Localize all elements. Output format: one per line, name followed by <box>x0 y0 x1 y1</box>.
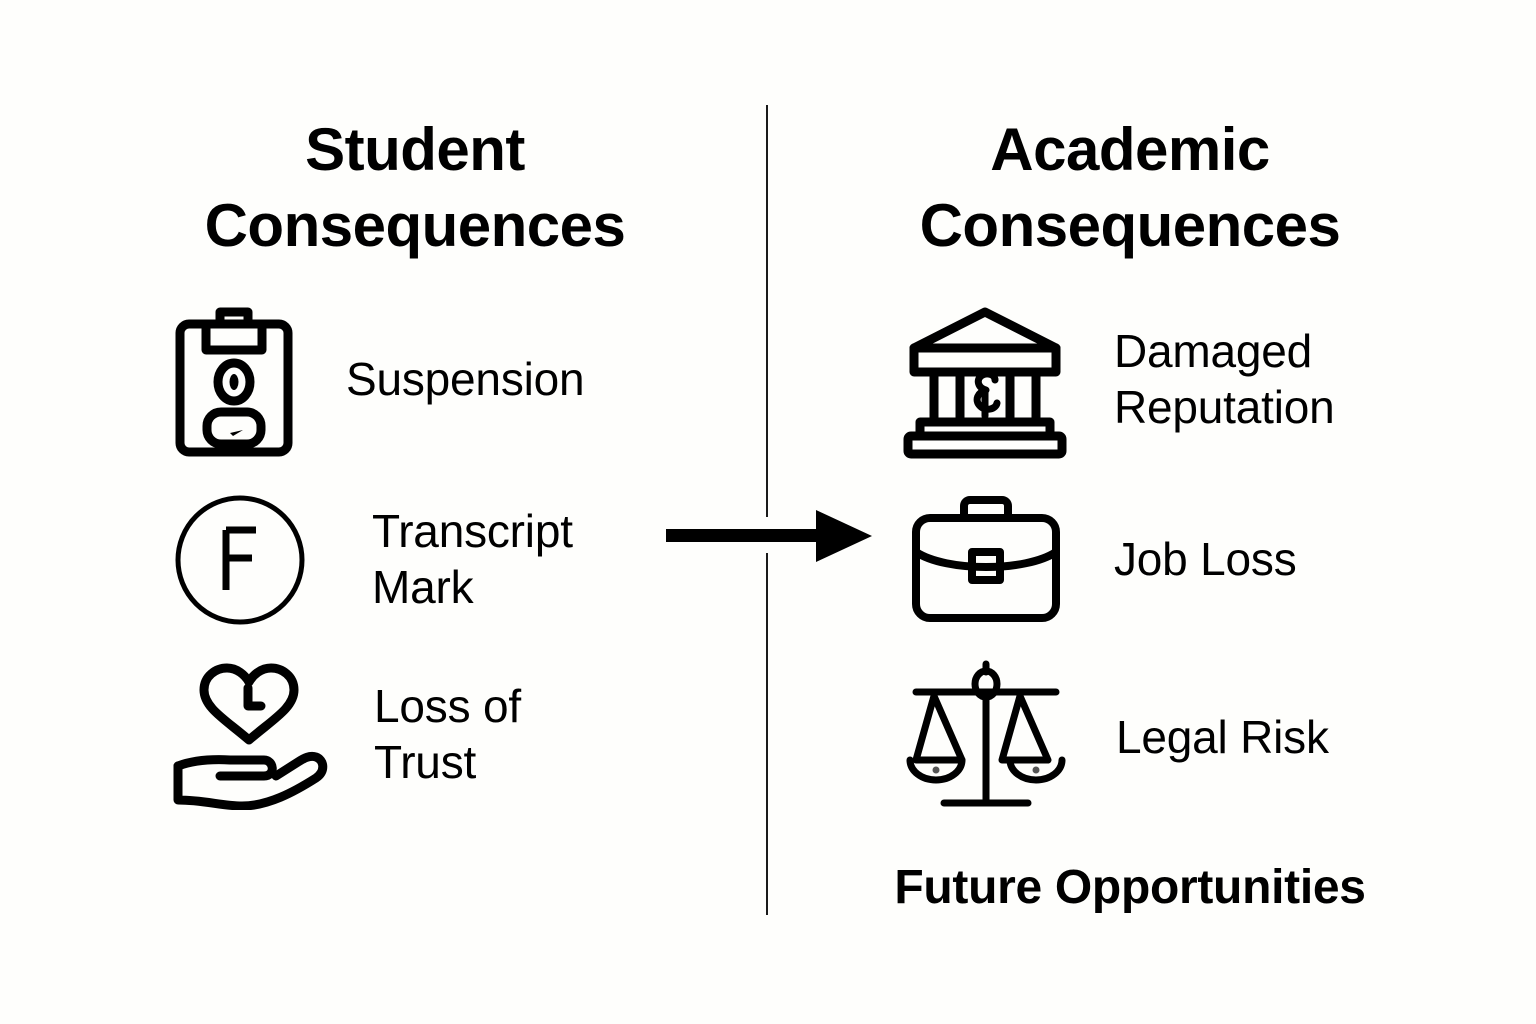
list-item-loss-of-trust: Loss of Trust <box>164 660 521 810</box>
list-item-label: Suspension <box>346 353 585 406</box>
clipboard-person-icon <box>170 300 298 460</box>
page-title-academic-consequences: Academic Consequences <box>919 116 1341 260</box>
briefcase-icon <box>906 490 1066 630</box>
scales-of-justice-icon <box>906 660 1066 815</box>
flow-arrow-icon <box>666 508 872 564</box>
bank-building-icon <box>900 300 1070 460</box>
vertical-divider-lower <box>766 553 768 915</box>
page-title-student-consequences: Student Consequences <box>204 116 626 260</box>
letter-f-circle-icon <box>170 490 310 630</box>
list-item-suspension: Suspension <box>170 300 585 460</box>
list-item-label: Damaged Reputation <box>1114 325 1335 433</box>
list-item-label: Legal Risk <box>1116 710 1329 763</box>
heart-in-hand-icon <box>164 660 334 810</box>
list-item-label: Loss of Trust <box>374 680 521 788</box>
list-item-legal-risk: Legal Risk <box>906 660 1329 815</box>
future-opportunities-label: Future Opportunities <box>894 861 1366 914</box>
list-item-transcript-mark: Transcript Mark <box>170 490 573 630</box>
list-item-job-loss: Job Loss <box>906 490 1297 630</box>
list-item-damaged-reputation: Damaged Reputation <box>900 300 1335 460</box>
list-item-label: Job Loss <box>1114 533 1297 586</box>
vertical-divider-upper <box>766 105 768 517</box>
list-item-label: Transcript Mark <box>372 505 573 613</box>
